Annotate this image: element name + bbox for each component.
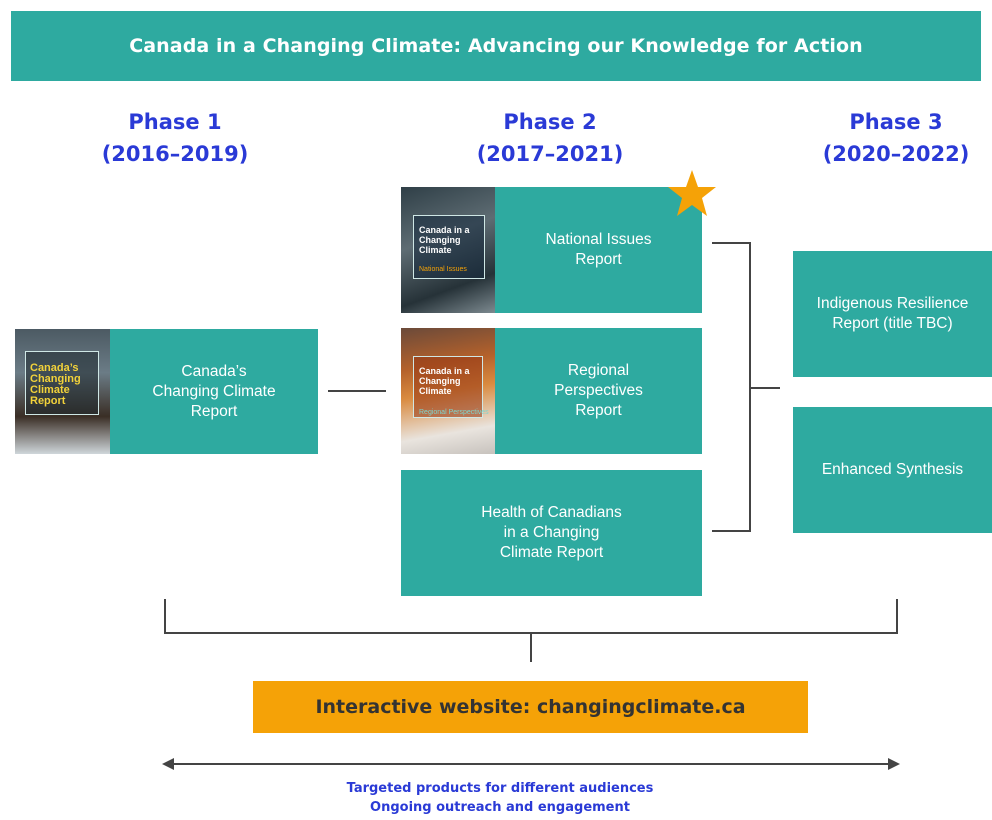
regional-perspectives-box: Regional Perspectives Report bbox=[495, 328, 702, 454]
indigenous-resilience-box: Indigenous Resilience Report (title TBC) bbox=[793, 251, 992, 377]
website-label: Interactive website: changingclimate.ca bbox=[315, 696, 746, 718]
bottom-bracket-stem bbox=[530, 632, 532, 662]
double-arrow bbox=[162, 758, 900, 770]
phase-2-years: (2017–2021) bbox=[476, 142, 624, 166]
phase-3-name: Phase 3 bbox=[849, 110, 943, 134]
phase1-cover-title: Canada’s Changing Climate Report bbox=[30, 362, 81, 407]
enhanced-synthesis-box: Enhanced Synthesis bbox=[793, 407, 992, 533]
phase-1-name: Phase 1 bbox=[128, 110, 222, 134]
bottom-bracket-right bbox=[896, 599, 898, 634]
phase-2-name: Phase 2 bbox=[503, 110, 597, 134]
bracket-bottom-arm bbox=[712, 530, 750, 532]
phase1-report-cover-image: Canada’s Changing Climate Report bbox=[15, 329, 110, 454]
star-icon bbox=[668, 170, 716, 216]
footer-line-2: Ongoing outreach and engagement bbox=[370, 800, 630, 815]
regional-cover-sub: Regional Perspectives bbox=[419, 409, 489, 416]
phase1-report-label: Canada’s Changing Climate Report bbox=[152, 362, 276, 420]
regional-cover-title: Canada in a Changing Climate bbox=[419, 366, 470, 396]
regional-perspectives-label: Regional Perspectives Report bbox=[554, 362, 643, 419]
national-issues-cover-image: Canada in a Changing Climate National Is… bbox=[401, 187, 495, 313]
health-report-label: Health of Canadians in a Changing Climat… bbox=[481, 504, 622, 561]
connector-phase2-phase3 bbox=[750, 387, 780, 389]
national-issues-cover-sub: National Issues bbox=[419, 266, 467, 273]
phase1-report-box: Canada’s Changing Climate Report bbox=[110, 329, 318, 454]
national-issues-label: National Issues Report bbox=[545, 231, 652, 268]
bracket-top-arm bbox=[712, 242, 750, 244]
phase-3-heading: Phase 3 (2020–2022) bbox=[796, 106, 992, 170]
health-report-box: Health of Canadians in a Changing Climat… bbox=[401, 470, 702, 596]
bottom-bracket-left bbox=[164, 599, 166, 634]
connector-phase1-phase2 bbox=[328, 390, 386, 392]
phase-1-heading: Phase 1 (2016–2019) bbox=[75, 106, 275, 170]
phase-3-years: (2020–2022) bbox=[822, 142, 970, 166]
national-issues-cover-title: Canada in a Changing Climate bbox=[419, 225, 470, 255]
phase-2-heading: Phase 2 (2017–2021) bbox=[450, 106, 650, 170]
enhanced-synthesis-label: Enhanced Synthesis bbox=[821, 461, 964, 478]
banner-title: Canada in a Changing Climate: Advancing … bbox=[129, 35, 863, 57]
national-issues-box: National Issues Report bbox=[495, 187, 702, 313]
title-banner: Canada in a Changing Climate: Advancing … bbox=[11, 11, 981, 81]
footer-line-1: Targeted products for different audience… bbox=[346, 781, 654, 796]
indigenous-resilience-label: Indigenous Resilience Report (title TBC) bbox=[816, 295, 969, 332]
phase-1-years: (2016–2019) bbox=[101, 142, 249, 166]
interactive-website-bar: Interactive website: changingclimate.ca bbox=[253, 681, 808, 733]
regional-perspectives-cover-image: Canada in a Changing Climate Regional Pe… bbox=[401, 328, 495, 454]
